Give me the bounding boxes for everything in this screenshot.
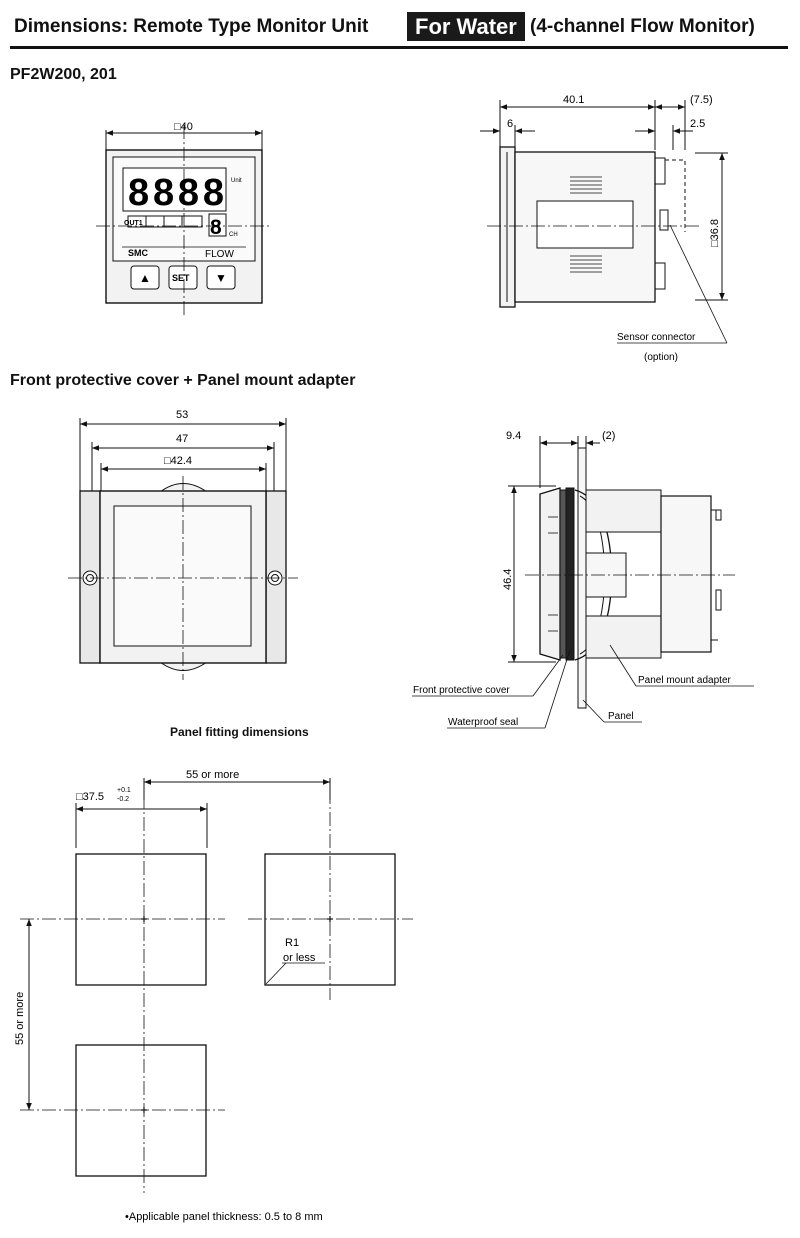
set-button-label: SET [172,273,190,283]
mount-adapter-callout: Panel mount adapter [638,675,732,686]
cutout-tol-plus: +0.1 [117,787,131,794]
header-rule [10,46,788,49]
cutout-pitch-h-dim: 55 or more [186,769,239,781]
corner-radius-label: R1 [285,937,299,949]
monitor-front-view [96,125,272,318]
cover-outer-dim: 53 [176,409,188,421]
side-connector-dim: (7.5) [690,94,713,106]
header-subtitle: (4-channel Flow Monitor) [530,16,755,37]
cover-adapter-heading: Front protective cover + Panel mount ada… [10,372,356,389]
front-width-dim: □40 [174,121,193,133]
unit-label: Unit [231,178,242,184]
center-marks [141,916,333,1113]
ch-label: CH [229,232,238,238]
side-front-dim: 6 [507,118,513,130]
sensor-connector-callout: Sensor connector [617,332,696,343]
header-title: Dimensions: Remote Type Monitor Unit [14,16,369,37]
flow-label: FLOW [205,249,234,260]
panel-cutout-view [20,778,413,1193]
channel-digit: 8 [210,216,222,239]
side-depth-dim: 40.1 [563,94,584,106]
waterproof-seal-callout: Waterproof seal [448,717,518,728]
out1-label: OUT1 [124,220,143,227]
corner-radius-note: or less [283,952,316,964]
for-water-badge: For Water [407,12,525,41]
cover-front-view [68,418,298,680]
cover-window-dim: □42.4 [164,455,192,467]
panel-thickness-note: •Applicable panel thickness: 0.5 to 8 mm [125,1211,323,1223]
page-header: Dimensions: Remote Type Monitor Unit For… [10,12,788,49]
cutout-tol-minus: -0.2 [117,796,129,803]
cutout-size-dim: □37.5 [76,791,104,803]
cover-side-view [412,436,754,729]
cover-height-dim: 46.4 [502,569,514,590]
front-cover-callout: Front protective cover [413,685,510,696]
cover-inner-dim: 47 [176,433,188,445]
down-button-icon: ▼ [215,271,227,285]
cover-depth-dim: 9.4 [506,430,521,442]
panel-callout: Panel [608,711,634,722]
panel-thickness-dim: (2) [602,430,615,442]
sensor-option-callout: (option) [644,352,678,363]
side-height-dim: □36.8 [709,219,721,247]
up-button-icon: ▲ [139,271,151,285]
smc-logo: SMC [128,248,149,258]
model-heading: PF2W200, 201 [10,66,117,83]
cutout-pitch-v-dim: 55 or more [14,992,26,1045]
monitor-side-view [480,100,728,344]
side-pin-dim: 2.5 [690,118,705,130]
panel-fitting-heading: Panel fitting dimensions [170,725,309,739]
